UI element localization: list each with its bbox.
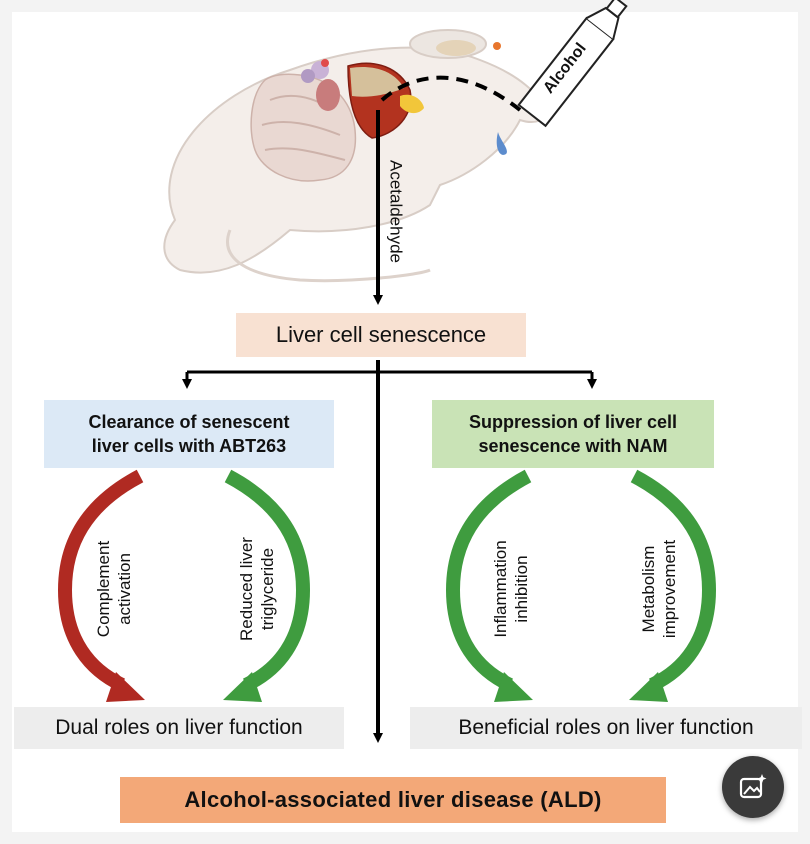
dual-roles-box: Dual roles on liver function: [14, 707, 344, 749]
mouse-illustration: [163, 29, 547, 283]
acetaldehyde-label: Acetaldehyde: [386, 159, 406, 264]
complement-activation-arrow: [57, 469, 145, 702]
suppression-title-line1: Suppression of liver cell: [468, 412, 678, 432]
complement-label-line2: activation: [115, 553, 134, 625]
inflammation-inhibition-arrow: [445, 469, 533, 702]
metabolism-improvement-arrow: [629, 469, 717, 702]
clearance-title-line2: liver cells with ABT263: [91, 436, 287, 456]
suppression-box: Suppression of liver cell senescence wit…: [432, 400, 714, 468]
metabolism-label-line1: Metabolism: [639, 545, 658, 633]
beneficial-roles-box: Beneficial roles on liver function: [410, 707, 802, 749]
reduced-triglyceride-label: Reduced liver triglyceride: [236, 524, 278, 654]
complement-activation-label: Complement activation: [93, 524, 135, 654]
dual-roles-label: Dual roles on liver function: [55, 716, 303, 739]
inflammation-label-line1: Inflammation: [491, 540, 510, 638]
liver-senescence-label: Liver cell senescence: [275, 322, 487, 347]
image-sparkle-button[interactable]: [722, 756, 784, 818]
image-sparkle-icon: [739, 774, 767, 799]
complement-label-line1: Complement: [94, 540, 113, 638]
metabolism-label-line2: improvement: [660, 539, 679, 639]
metabolism-improvement-label: Metabolism improvement: [638, 524, 680, 654]
liver-senescence-box: Liver cell senescence: [236, 313, 526, 357]
ald-outcome-box: Alcohol-associated liver disease (ALD): [120, 777, 666, 823]
suppression-title-line2: senescence with NAM: [478, 436, 668, 456]
ald-outcome-label: Alcohol-associated liver disease (ALD): [184, 787, 602, 812]
triglyceride-label-line2: triglyceride: [258, 547, 277, 631]
inflammation-inhibition-label: Inflammation inhibition: [490, 524, 532, 654]
alcohol-bottle-icon: [517, 0, 628, 128]
clearance-box: Clearance of senescent liver cells with …: [44, 400, 334, 468]
triglyceride-label-line1: Reduced liver: [237, 537, 256, 641]
beneficial-roles-label: Beneficial roles on liver function: [458, 716, 754, 739]
clearance-title-line1: Clearance of senescent: [88, 412, 290, 432]
inflammation-label-line2: inhibition: [512, 555, 531, 623]
reduced-triglyceride-arrow: [223, 469, 311, 702]
